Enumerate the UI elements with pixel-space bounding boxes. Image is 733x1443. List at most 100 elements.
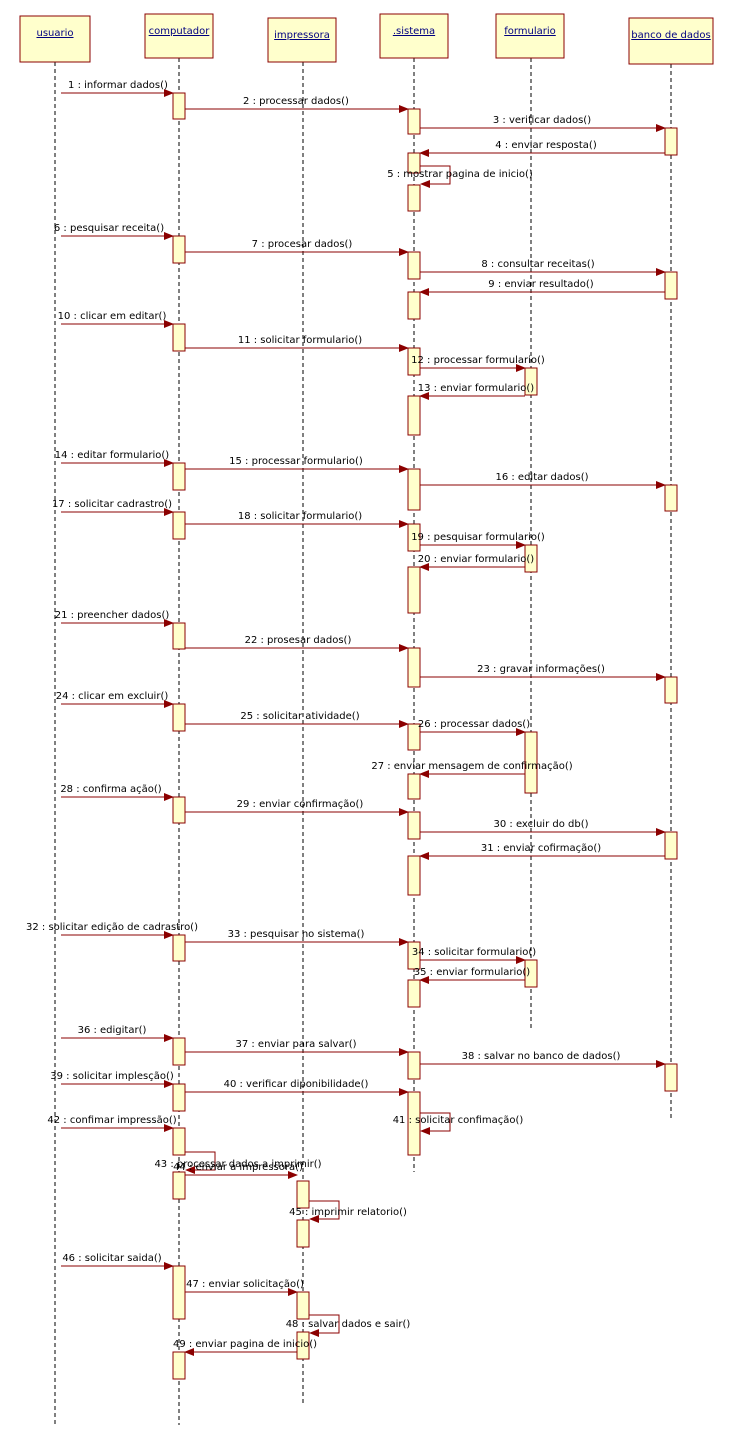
activation-bar-sistema — [407, 1091, 421, 1156]
activation-bar-impressora — [296, 1219, 310, 1248]
message-label-9: 9 : enviar resultado() — [488, 279, 593, 290]
activation-bar-formulario — [524, 731, 538, 794]
activation-bar-sistema — [407, 855, 421, 896]
activation-bar-sistema — [407, 566, 421, 614]
activation-bar-banco — [664, 484, 678, 512]
message-label-47: 47 : enviar solicitação() — [186, 1279, 304, 1290]
activation-bar-sistema — [407, 979, 421, 1008]
activation-bar-sistema — [407, 108, 421, 135]
activation-bar-sistema — [407, 941, 421, 970]
activation-bar-computador — [172, 235, 186, 264]
message-label-4: 4 : enviar resposta() — [495, 140, 597, 151]
message-label-46: 46 : solicitar saida() — [62, 1253, 161, 1264]
message-label-15: 15 : processar formulario() — [229, 456, 363, 467]
message-label-30: 30 : excluir do db() — [494, 819, 589, 830]
message-label-21: 21 : preencher dados() — [55, 610, 170, 621]
activation-bar-sistema — [407, 152, 421, 174]
message-label-34: 34 : solicitar formulario() — [412, 947, 536, 958]
activation-bar-sistema — [407, 773, 421, 800]
participant-box-formulario — [495, 13, 565, 59]
message-label-12: 12 : processar formulario() — [411, 355, 545, 366]
message-label-22: 22 : prosesar dados() — [245, 635, 352, 646]
message-label-29: 29 : enviar confirmação() — [237, 799, 364, 810]
message-label-1: 1 : informar dados() — [68, 80, 168, 91]
message-label-26: 26 : processar dados() — [418, 719, 530, 730]
message-label-31: 31 : enviar cofirmação() — [481, 843, 601, 854]
participant-label-formulario: formulario — [504, 26, 556, 37]
message-label-19: 19 : pesquisar formulario() — [411, 532, 545, 543]
activation-bar-impressora — [296, 1291, 310, 1320]
message-label-39: 39 : solicitar implesção() — [50, 1071, 174, 1082]
activation-bar-computador — [172, 1127, 186, 1156]
activation-bar-sistema — [407, 184, 421, 212]
activation-bar-computador — [172, 511, 186, 540]
activation-bar-computador — [172, 703, 186, 732]
activation-bar-sistema — [407, 251, 421, 280]
message-arrow-5 — [420, 165, 451, 188]
activation-bar-sistema — [407, 347, 421, 376]
message-label-11: 11 : solicitar formulario() — [238, 335, 362, 346]
message-label-36: 36 : edigitar() — [78, 1025, 147, 1036]
message-label-35: 35 : enviar formulario() — [414, 967, 531, 978]
message-label-17: 17 : solicitar cadrastro() — [52, 499, 172, 510]
activation-bar-computador — [172, 622, 186, 650]
activation-bars — [172, 92, 678, 1380]
message-label-3: 3 : verificar dados() — [493, 115, 591, 126]
participant-box-sistema — [379, 13, 449, 59]
activation-bar-banco — [664, 271, 678, 300]
participant-usuario: usuario — [19, 15, 91, 63]
activation-bar-computador — [172, 1171, 186, 1200]
activation-bar-computador — [172, 1265, 186, 1320]
activation-bar-banco — [664, 831, 678, 860]
message-label-16: 16 : editar dados() — [495, 472, 588, 483]
message-label-10: 10 : clicar em editar() — [58, 311, 167, 322]
message-label-43: 43 : processar dados a imprimir() — [154, 1159, 321, 1170]
message-label-18: 18 : solicitar formulario() — [238, 511, 362, 522]
message-label-49: 49 : enviar pagina de inicio() — [173, 1339, 317, 1350]
activation-bar-impressora — [296, 1180, 310, 1209]
activation-bar-computador — [172, 1037, 186, 1066]
message-label-32: 32 : solicitar edição de cadrastro() — [26, 922, 198, 933]
activation-bar-sistema — [407, 811, 421, 840]
activation-bar-computador — [172, 323, 186, 352]
message-label-44: 44 : enviar a impressora() — [173, 1162, 303, 1173]
participant-sistema: .sistema — [379, 13, 449, 59]
message-label-2: 2 : processar dados() — [243, 96, 349, 107]
message-label-25: 25 : solicitar atividade() — [240, 711, 359, 722]
message-label-6: 6 : pesquisar receita() — [54, 223, 164, 234]
message-arrow-43 — [185, 1151, 216, 1174]
participant-label-computador: computador — [149, 26, 211, 37]
message-label-23: 23 : gravar informações() — [477, 664, 605, 675]
message-label-37: 37 : enviar para salvar() — [235, 1039, 356, 1050]
message-label-41: 41 : solicitar confimação() — [393, 1115, 524, 1126]
message-arrow-41 — [420, 1112, 451, 1135]
activation-bar-formulario — [524, 367, 538, 396]
lifelines — [54, 58, 672, 1425]
activation-bar-sistema — [407, 523, 421, 552]
activation-bar-banco — [664, 1063, 678, 1092]
activation-bar-banco — [664, 676, 678, 704]
participant-box-banco — [628, 17, 714, 65]
participant-computador: computador — [144, 13, 214, 59]
participant-label-sistema: .sistema — [393, 26, 435, 37]
message-label-45: 45 : imprimir relatorio() — [289, 1207, 407, 1218]
message-label-40: 40 : verificar diponibilidade() — [224, 1079, 369, 1090]
activation-bar-sistema — [407, 647, 421, 688]
activation-bar-computador — [172, 462, 186, 491]
message-label-38: 38 : salvar no banco de dados() — [462, 1051, 621, 1062]
participant-formulario: formulario — [495, 13, 565, 59]
activation-bar-sistema — [407, 468, 421, 511]
participant-box-impressora — [267, 17, 337, 63]
message-arrow-45 — [309, 1200, 340, 1223]
activation-bar-sistema — [407, 291, 421, 320]
message-label-8: 8 : consultar receitas() — [481, 259, 594, 270]
activation-bar-impressora — [296, 1331, 310, 1360]
message-label-42: 42 : confimar impressão() — [47, 1115, 176, 1126]
message-label-5: 5 : mostrar pagina de inicio() — [387, 169, 533, 180]
message-label-27: 27 : enviar mensagem de confirmação() — [371, 761, 572, 772]
activation-bar-computador — [172, 934, 186, 962]
activation-bar-computador — [172, 92, 186, 120]
participant-box-usuario — [19, 15, 91, 63]
